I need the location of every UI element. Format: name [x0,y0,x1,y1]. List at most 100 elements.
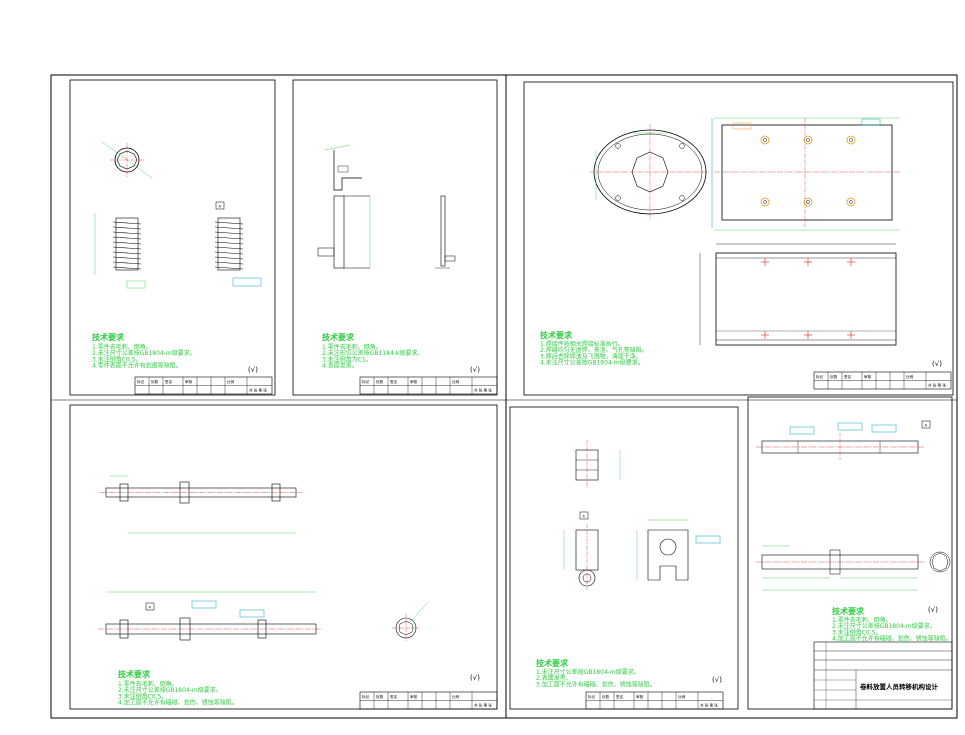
block-side-view [636,519,721,581]
bracket-front-view [317,144,371,269]
title-block-label: 比例 [227,379,235,384]
requirement-line: 2.焊缝均匀无虚焊、夹渣、气孔等缺陷。 [540,346,648,354]
notes-heading: 技术要求 [92,332,125,342]
title-block-label: 标记 [137,379,145,384]
title-block-label: 审核 [864,374,872,379]
spring-top-view [101,141,153,179]
requirement-line: 3.未注倒角C0.5。 [832,628,881,636]
block-top-view [575,440,621,488]
requirement-line: 2.未注形位公差按GB1184-k级要求。 [322,349,423,357]
bolt-hole [760,197,770,207]
title-block-label: 审核 [636,694,644,699]
title-block-label: 比例 [452,694,460,699]
sheet-6: A 技术要求 1.零件去毛刺、倒角。2.未注尺寸公差按GB1804-m级要求。3… [747,396,953,710]
requirement-line: 4.表面发黑。 [322,362,358,370]
notes-heading: 技术要求 [118,669,151,679]
title-block-label: 处数 [602,694,610,699]
title-block-label: 处数 [830,374,838,379]
requirement-line: 4.零件表面不允许有划痕等缺陷。 [92,362,182,370]
roughness-symbol: (√) [712,676,722,684]
outer-border [50,74,958,719]
drum-top-view [711,117,900,231]
title-block-label: 处数 [376,694,384,699]
title-block-label: 比例 [452,379,460,384]
title-block-label: 标记 [816,374,824,379]
notes-heading: 技术要求 [540,330,573,340]
notes-heading: 技术要求 [322,332,355,342]
spring-front-view-left [94,213,146,289]
title-block-label: 共 张 第 张 [700,703,718,708]
requirement-line: 2.表面发黑。 [536,674,572,682]
block-front-view: A [563,511,599,590]
spring-front-view-right: A [214,201,262,287]
drum-front-view [699,243,897,346]
title-block-label: 共 张 第 张 [474,388,492,393]
sheet-2: 技术要求 1.零件去毛刺、倒角。2.未注形位公差按GB1184-k级要求。3.未… [292,79,498,396]
pin-upper-view: A [756,420,931,460]
title-block-label: 共 张 第 张 [928,383,946,388]
title-block-label: 标记 [588,694,596,699]
bolt-hole [803,197,813,207]
title-block-label: 共 张 第 张 [249,388,267,393]
title-block-label: 签名 [390,694,398,699]
requirement-line: 2.未注尺寸公差按GB1804-m级要求。 [92,349,196,357]
title-block-label: 标记 [362,379,370,384]
requirement-line: 4.未注尺寸公差按GB1804-m级要求。 [540,359,644,367]
roughness-symbol: (√) [470,674,480,682]
bolt-hole [803,135,813,145]
title-block-label: 签名 [390,379,398,384]
shaft-view-upper [100,475,302,534]
requirement-line: 1.未注尺寸公差按GB1804-m级要求。 [536,668,640,676]
sheet-3: 技术要求 1.焊接件按相关焊接标准执行。2.焊缝均匀无虚焊、夹渣、气孔等缺陷。3… [523,81,954,396]
requirement-line: 2.未注尺寸公差按GB1804-m级要求。 [118,686,222,694]
requirement-line: 3.未注倒角C0.5。 [118,692,167,700]
requirement-line: 3.未注倒角为C1。 [322,355,372,363]
assembly-title: 卷料放置人员转移机构设计 [860,682,939,691]
roughness-symbol: (√) [248,366,258,374]
datum-label: A [219,205,222,209]
requirement-line: 2.未注尺寸公差按GB1804-m级要求。 [832,622,936,630]
title-block-label: 审核 [410,379,418,384]
title-block-label: 标记 [362,694,370,699]
title-block-label: 签名 [165,379,173,384]
requirement-line: 3.加工面不允许有磕碰、划伤、锈蚀等缺陷。 [536,680,656,688]
title-block-label: 签名 [616,694,624,699]
requirement-line: 1.零件去毛刺、倒角。 [92,343,152,351]
notes-heading: 技术要求 [536,658,569,668]
sheet-5: A 技术要求 1.未注尺寸公差按GB1804-m级要求。2.表面发黑。3.加工面… [509,406,739,710]
assembly-title-block: 卷料放置人员转移机构设计 [813,641,953,710]
datum-label: A [925,424,928,428]
requirement-line: 3.焊后去除焊渣及飞溅物，清理干净。 [540,352,642,360]
sheet-1: A 技术要求 1.零件去毛刺、倒角。2.未注尺寸公差按GB1804-m级要求。3… [69,79,276,396]
requirement-line: 4.加工面不允许有磕碰、划伤、锈蚀等缺陷。 [118,699,238,707]
shaft-view-lower: A [98,591,322,641]
sheet-4: A 技术要求 1.零件去毛刺、倒角。2.未注尺寸公差按GB1804-m级要求。3… [69,404,498,710]
bolt-hole [846,135,856,145]
notes-heading: 技术要求 [832,606,865,616]
bracket-side-view [435,195,456,269]
requirement-line: 3.未注倒角C0.5。 [92,355,141,363]
title-block-label: 审核 [410,694,418,699]
requirement-line: 1.零件去毛刺、倒角。 [832,616,892,624]
datum-label: A [583,515,586,519]
roughness-symbol: (√) [932,360,942,368]
title-block-label: 共 张 第 张 [474,703,492,708]
title-block-label: 审核 [185,379,193,384]
title-block-label: 处数 [376,379,384,384]
requirement-line: 1.零件去毛刺、倒角。 [322,343,382,351]
requirement-line: 4.加工面不允许有磕碰、划伤、锈蚀等缺陷。 [832,635,952,643]
requirement-line: 1.零件去毛刺、倒角。 [118,680,178,688]
shaft-end-view [392,601,429,642]
datum-label: A [149,606,152,610]
title-block-label: 签名 [844,374,852,379]
title-block-label: 比例 [678,694,686,699]
roughness-symbol: (√) [928,606,938,614]
bolt-hole [846,197,856,207]
bolt-hole [760,135,770,145]
drum-end-view [590,124,710,220]
title-block-label: 处数 [151,379,159,384]
requirement-line: 1.焊接件按相关焊接标准执行。 [540,340,624,348]
title-block-label: 比例 [906,374,914,379]
roughness-symbol: (√) [470,366,480,374]
